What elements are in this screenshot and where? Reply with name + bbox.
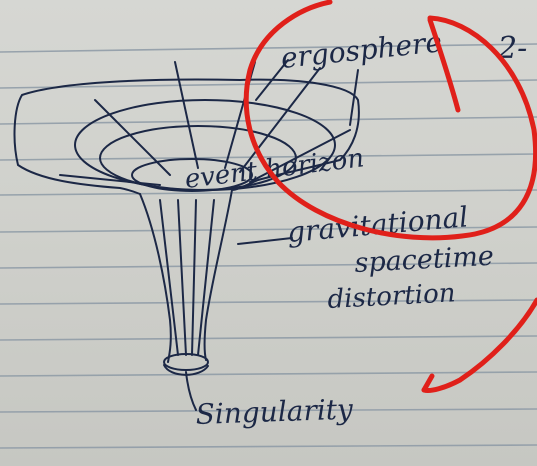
singularity-ring (163, 353, 209, 371)
singularity-label: Singularity (195, 392, 354, 431)
throat-left (139, 193, 172, 363)
red-stroke (427, 17, 461, 113)
red-arrowhead (421, 373, 435, 393)
black-hole-funnel (13, 59, 360, 411)
throat-line (177, 199, 187, 356)
ergosphere-label: ergosphere (279, 25, 443, 75)
radial-line (239, 67, 321, 173)
ergosphere-leader (255, 59, 289, 101)
red-annotations (243, 0, 537, 393)
spacetime-label: spacetime (354, 241, 495, 279)
singularity-base (163, 364, 209, 376)
inner-ring (131, 158, 253, 192)
red-circle (243, 0, 537, 241)
radial-line (249, 129, 351, 183)
radial-line (174, 61, 199, 169)
throat-line (159, 199, 179, 356)
spacetime-sheet-outline (13, 78, 360, 195)
singularity-leader (185, 371, 197, 411)
throat-line (197, 199, 215, 356)
throat-right (203, 189, 233, 361)
distortion-label: distortion (327, 278, 456, 315)
red-arrow (421, 297, 537, 393)
radial-line (59, 174, 161, 186)
throat-line (191, 199, 197, 356)
ruled-lines (0, 43, 537, 449)
gravitational-leader (237, 237, 293, 245)
radial-line (94, 99, 171, 176)
event-horizon-label: event horizon (183, 143, 365, 195)
radial-line (349, 69, 359, 126)
